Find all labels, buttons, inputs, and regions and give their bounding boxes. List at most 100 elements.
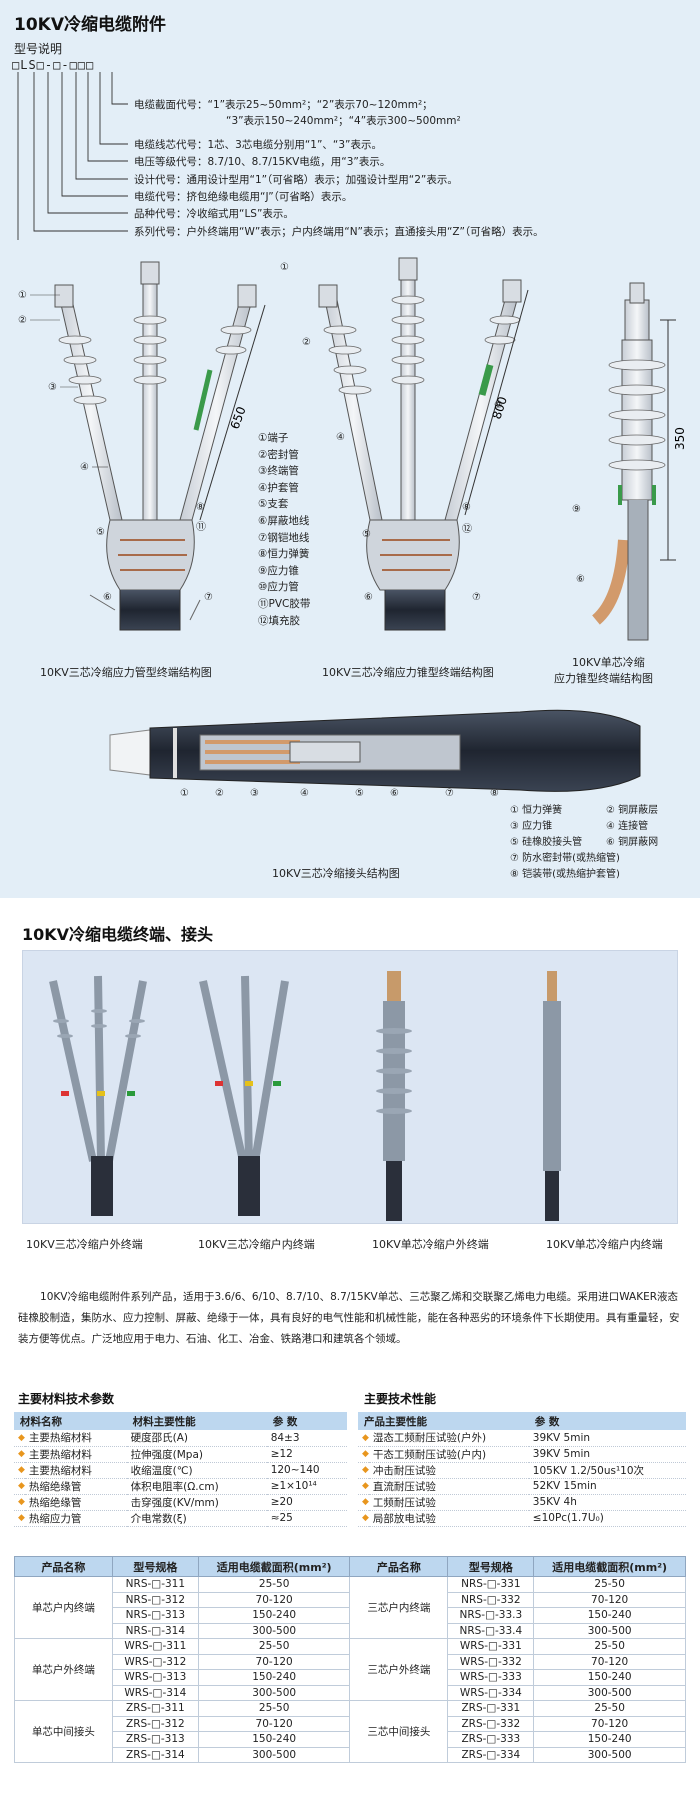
col-header: 型号规格 <box>447 1556 535 1577</box>
legend-core: 电缆线芯代号：1芯、3芯电缆分别用“1”、“3”表示。 <box>134 139 382 151</box>
legend-design: 设计代号：通用设计型用“1”（可省略）表示；加强设计型用“2”表示。 <box>134 174 458 186</box>
photo-1core-indoor <box>543 971 561 1221</box>
photo-caption-2: 10KV三芯冷缩户内终端 <box>198 1238 315 1251</box>
table-row: ◆局部放电试验≤10Pc(1.7U₀) <box>358 1510 686 1527</box>
table-row: ◆主要热缩材料硬度邵氏(A)84±3 <box>14 1430 347 1447</box>
page-title: 10KV冷缩电缆附件 <box>14 15 166 35</box>
svg-text:⑦: ⑦ <box>472 592 481 603</box>
part-item: ⑫填充胶 <box>258 614 300 627</box>
col-header: 参 数 <box>528 1412 686 1430</box>
table-row: ◆干态工频耐压试验(户内)39KV 5min <box>358 1446 686 1463</box>
svg-text:⑤: ⑤ <box>362 529 371 540</box>
part-item: ⑥屏蔽地线 <box>258 514 310 527</box>
dim-650-label: 650 <box>228 405 249 431</box>
material-specs-table: 材料名称 材料主要性能 参 数 ◆主要热缩材料硬度邵氏(A)84±3 ◆主要热缩… <box>14 1412 347 1527</box>
svg-text:⑤: ⑤ <box>96 527 105 538</box>
photo-3core-indoor <box>199 975 289 1216</box>
legend-cable: 电缆代号：挤包绝缘电缆用“J”（可省略）表示。 <box>134 191 353 203</box>
material-specs-title: 主要材料技术参数 <box>18 1392 115 1406</box>
joint-legend-item: ⑥ 铜屏蔽网 <box>606 837 659 848</box>
svg-text:②: ② <box>302 337 311 348</box>
table-row: ◆主要热缩材料收缩温度(℃)120~140 <box>14 1462 347 1479</box>
svg-text:④: ④ <box>300 788 309 799</box>
part-item: ④护套管 <box>258 481 299 494</box>
svg-text:⑤: ⑤ <box>355 788 364 799</box>
joint-legend-item: ⑦ 防水密封带(或热缩管) <box>510 853 620 864</box>
fig2-drawing: 800 ① ② ④ ⑨ ⑤ ⑥ ⑦ ⑧ ⑫ <box>280 257 529 631</box>
svg-text:⑫: ⑫ <box>462 523 472 535</box>
svg-text:①: ① <box>280 262 289 273</box>
col-header: 材料名称 <box>14 1412 127 1430</box>
products-title: 10KV冷缩电缆终端、接头 <box>22 925 214 944</box>
svg-text:②: ② <box>18 315 27 326</box>
model-code: □LS□-□-□□□ <box>12 58 95 72</box>
col-header: 材料主要性能 <box>126 1412 267 1430</box>
joint-legend-item: ⑤ 硅橡胶接头管 <box>510 837 583 848</box>
svg-text:③: ③ <box>250 788 259 799</box>
table-row: ◆主要热缩材料拉伸强度(Mpa)≥12 <box>14 1446 347 1463</box>
col-header: 产品名称 <box>14 1556 113 1577</box>
product-photos <box>22 950 678 1224</box>
fig1-caption: 10KV三芯冷缩应力管型终端结构图 <box>40 666 212 679</box>
part-item: ⑦钢铠地线 <box>258 531 310 544</box>
joint-legend-item: ② 铜屏蔽层 <box>606 805 659 816</box>
dim-800-label: 800 <box>490 395 510 421</box>
part-item: ⑪PVC胶带 <box>258 597 311 610</box>
svg-text:①: ① <box>18 290 27 301</box>
svg-text:⑨: ⑨ <box>494 400 503 411</box>
table-row: ◆热缩绝缘管体积电阻率(Ω.cm)≥1×10¹⁴ <box>14 1478 347 1495</box>
photo-1core-outdoor <box>376 971 412 1221</box>
joint-legend-item: ① 恒力弹簧 <box>510 805 563 816</box>
fig2-caption: 10KV三芯冷缩应力锥型终端结构图 <box>322 666 494 679</box>
part-item: ②密封管 <box>258 448 299 461</box>
col-header: 产品名称 <box>349 1556 449 1577</box>
part-item: ⑩应力管 <box>258 581 299 594</box>
product-model-table: 产品名称 型号规格 适用电缆截面积(mm²) 产品名称 型号规格 适用电缆截面积… <box>14 1556 686 1763</box>
col-header: 产品主要性能 <box>358 1412 529 1430</box>
photo-caption-4: 10KV单芯冷缩户内终端 <box>546 1238 663 1251</box>
legend-cross-section: 电缆截面代号：“1”表示25~50mm²；“2”表示70~120mm²； <box>134 99 433 111</box>
svg-text:④: ④ <box>80 462 89 473</box>
svg-text:⑪: ⑪ <box>196 521 206 533</box>
part-item: ⑨应力锥 <box>258 564 299 577</box>
part-item: ⑤支套 <box>258 498 289 511</box>
svg-text:⑦: ⑦ <box>445 788 454 799</box>
svg-text:④: ④ <box>336 432 345 443</box>
svg-text:⑧: ⑧ <box>462 502 471 513</box>
part-item: ①端子 <box>258 432 289 444</box>
svg-text:⑥: ⑥ <box>576 574 585 585</box>
col-header: 参 数 <box>266 1412 347 1430</box>
svg-text:⑥: ⑥ <box>364 592 373 603</box>
svg-text:⑧: ⑧ <box>490 788 499 799</box>
part-item: ⑧恒力弹簧 <box>258 548 310 561</box>
table-row: ◆热缩应力管介电常数(ξ)≈25 <box>14 1510 347 1527</box>
legend-cross-section-2: “3”表示150~240mm²；“4”表示300~500mm² <box>226 115 461 127</box>
joint-legend-item: ③ 应力锥 <box>510 821 553 832</box>
svg-text:⑨: ⑨ <box>572 504 581 515</box>
legend-voltage: 电压等级代号：8.7/10、8.7/15KV电缆，用“3”表示。 <box>134 156 391 168</box>
fig3-caption-line1: 10KV单芯冷缩 <box>572 656 645 669</box>
col-header: 型号规格 <box>111 1556 199 1577</box>
photo-caption-3: 10KV单芯冷缩户外终端 <box>372 1238 489 1251</box>
tech-specs-table: 产品主要性能 参 数 ◆湿态工频耐压试验(户外)39KV 5min ◆干态工频耐… <box>358 1412 686 1527</box>
photo-3core-outdoor <box>49 975 147 1216</box>
tech-specs-title: 主要技术性能 <box>364 1392 437 1406</box>
product-description: 10KV冷缩电缆附件系列产品，适用于3.6/6、6/10、8.7/10、8.7/… <box>18 1291 680 1345</box>
dim-350-label: 350 <box>673 427 687 450</box>
part-item: ③终端管 <box>258 465 299 478</box>
svg-text:⑥: ⑥ <box>390 788 399 799</box>
col-header: 适用电缆截面积(mm²) <box>533 1556 686 1577</box>
svg-text:①: ① <box>180 788 189 799</box>
